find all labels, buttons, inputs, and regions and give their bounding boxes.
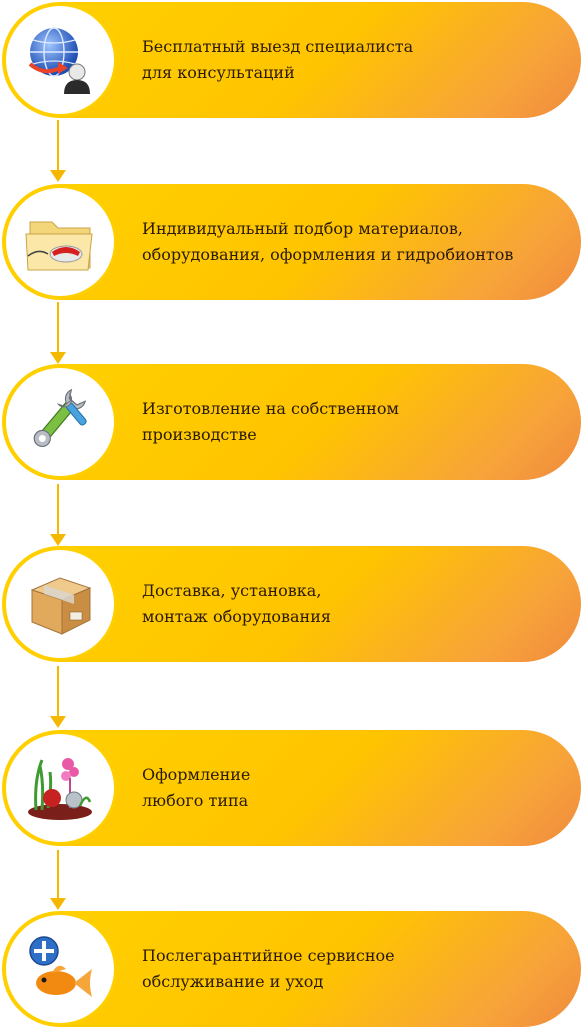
- step-3: Изготовление на собственном производстве: [2, 364, 581, 480]
- step-5-badge: [3, 731, 117, 845]
- arrow-1-line: [57, 120, 59, 172]
- step-4-badge: [3, 547, 117, 661]
- step-4-line-2: монтаж оборудования: [142, 607, 331, 626]
- step-1-line-2: для консультаций: [142, 63, 295, 82]
- step-1-text: Бесплатный выезд специалиста для консуль…: [142, 2, 551, 118]
- goldfish-plus-icon: [29, 936, 92, 997]
- step-6-line-1: Послегарантийное сервисное: [142, 946, 395, 965]
- step-3-line-1: Изготовление на собственном: [142, 399, 399, 418]
- step-6: Послегарантийное сервисное обслуживание …: [2, 911, 581, 1027]
- step-3-badge: [3, 365, 117, 479]
- step-5-line-1: Оформление: [142, 765, 251, 784]
- arrow-5: [50, 850, 66, 910]
- step-1-line-1: Бесплатный выезд специалиста: [142, 37, 414, 56]
- step-2-line-2: оборудования, оформления и гидробионтов: [142, 245, 514, 264]
- arrow-1: [50, 120, 66, 182]
- arrow-1-head: [50, 170, 66, 182]
- arrow-5-head: [50, 898, 66, 910]
- globe-user-icon: [28, 27, 90, 94]
- arrow-3-line: [57, 484, 59, 536]
- step-4-text: Доставка, установка, монтаж оборудования: [142, 546, 551, 662]
- step-2: Индивидуальный подбор материалов, оборуд…: [2, 184, 581, 300]
- step-2-line-1: Индивидуальный подбор материалов,: [142, 219, 464, 238]
- wrench-tools-icon: [33, 388, 87, 448]
- step-4: Доставка, установка, монтаж оборудования: [2, 546, 581, 662]
- step-6-line-2: обслуживание и уход: [142, 972, 324, 991]
- arrow-3: [50, 484, 66, 546]
- arrow-2-head: [50, 352, 66, 364]
- arrow-2-line: [57, 302, 59, 354]
- step-6-badge: [3, 912, 117, 1026]
- step-2-badge: [3, 185, 117, 299]
- step-5: Оформление любого типа: [2, 730, 581, 846]
- arrow-4-line: [57, 666, 59, 718]
- step-3-line-2: производстве: [142, 425, 257, 444]
- step-4-line-1: Доставка, установка,: [142, 581, 322, 600]
- step-5-text: Оформление любого типа: [142, 730, 551, 846]
- folder-mouse-icon: [25, 221, 93, 271]
- step-1: Бесплатный выезд специалиста для консуль…: [2, 2, 581, 118]
- step-1-badge: [3, 3, 117, 117]
- step-2-text: Индивидуальный подбор материалов, оборуд…: [142, 184, 551, 300]
- step-3-text: Изготовление на собственном производстве: [142, 364, 551, 480]
- arrow-4-head: [50, 716, 66, 728]
- aquarium-plants-icon: [28, 758, 92, 820]
- arrow-4: [50, 666, 66, 728]
- package-box-icon: [30, 577, 92, 635]
- arrow-2: [50, 302, 66, 364]
- arrow-5-line: [57, 850, 59, 900]
- arrow-3-head: [50, 534, 66, 546]
- step-5-line-2: любого типа: [142, 791, 249, 810]
- step-6-text: Послегарантийное сервисное обслуживание …: [142, 911, 551, 1027]
